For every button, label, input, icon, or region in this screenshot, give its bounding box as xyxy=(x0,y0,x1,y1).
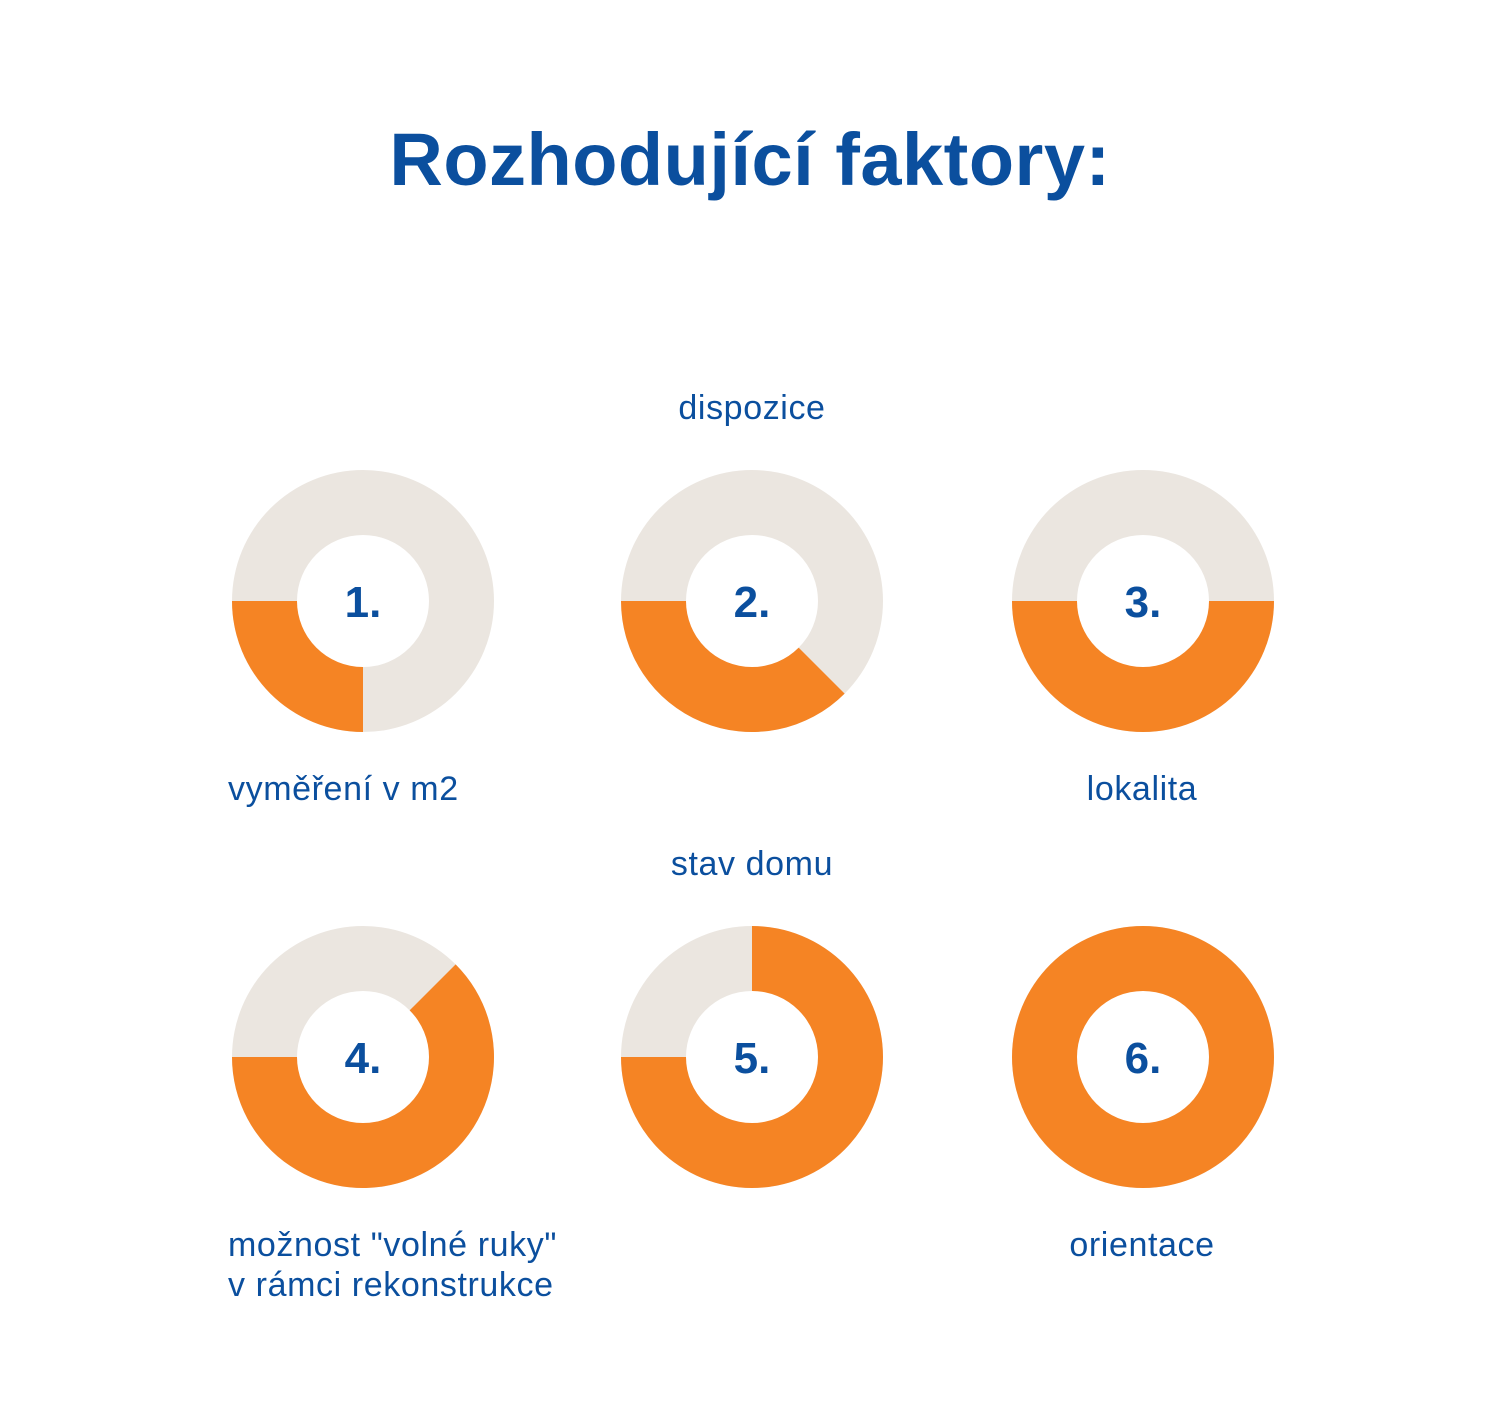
donut-5-hole xyxy=(686,991,818,1123)
factor-label-5: stav domu xyxy=(670,845,834,883)
donut-5: 5. xyxy=(621,926,883,1188)
chart-title: Rozhodující faktory: xyxy=(389,118,1111,201)
donut-1: 1. xyxy=(232,470,494,732)
donut-6: 6. xyxy=(1012,926,1274,1188)
donut-6-rank-label: 6. xyxy=(1125,1034,1162,1083)
donut-1-rank-label: 1. xyxy=(345,578,382,627)
donut-2: 2. xyxy=(621,470,883,732)
donut-3: 3. xyxy=(1012,470,1274,732)
donut-4-hole xyxy=(297,991,429,1123)
donut-2-rank-label: 2. xyxy=(734,578,771,627)
donut-2-hole xyxy=(686,535,818,667)
factor-label-4-line-2: v rámci rekonstrukce xyxy=(228,1266,554,1304)
donut-4-rank-label: 4. xyxy=(345,1034,382,1083)
factor-label-2: dispozice xyxy=(678,389,826,427)
factor-label-1: vyměření v m2 xyxy=(228,770,459,808)
factor-label-6: orientace xyxy=(1069,1226,1215,1264)
donut-2-value-slice xyxy=(621,601,845,732)
donut-3-rank-label: 3. xyxy=(1125,578,1162,627)
donut-3-hole xyxy=(1077,535,1209,667)
donut-4: 4. xyxy=(232,926,495,1189)
donut-5-rank-label: 5. xyxy=(734,1034,771,1083)
donut-1-hole xyxy=(297,535,429,667)
factor-label-3: lokalita xyxy=(1086,770,1198,808)
donut-6-hole xyxy=(1077,991,1209,1123)
factor-label-4-line-1: možnost "volné ruky" xyxy=(228,1226,558,1264)
